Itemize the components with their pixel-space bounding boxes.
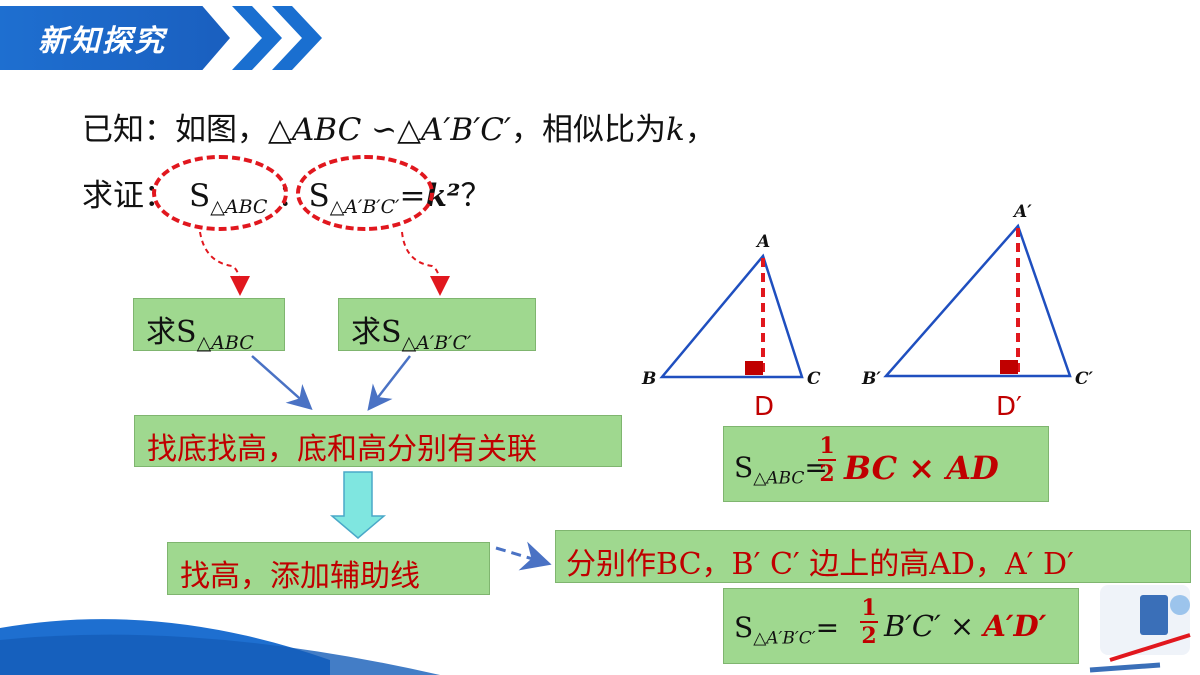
flow-box-area-abc: 求S△ABC	[133, 298, 285, 354]
vertex-label-c-prime: C′	[1075, 369, 1094, 389]
highlight-oval	[296, 155, 434, 231]
given-end: ，	[684, 112, 716, 148]
fraction-numerator: 1	[861, 595, 877, 621]
flow-box-auxiliary-line: 找高，添加辅助线	[167, 542, 490, 595]
fraction-denominator: 2	[818, 459, 836, 487]
flow-arrow	[367, 355, 411, 411]
vertex-label-c: C	[807, 369, 821, 389]
area-subscript: △A′B′C′	[753, 628, 816, 649]
flow-box-subscript: △ABC	[196, 332, 254, 354]
flow-box-area-a-prime: 求S△A′B′C′	[338, 298, 536, 354]
formula-area-abc: S△ABC=	[734, 451, 828, 489]
triangle-symbol: △	[268, 112, 292, 148]
vertex-label-a-prime: A′	[1014, 202, 1032, 222]
fraction-numerator: 1	[819, 433, 835, 459]
area-subscript: △ABC	[753, 468, 805, 489]
flow-arrow	[251, 355, 313, 410]
triangle-a-prime: A′B′C′	[421, 112, 512, 148]
page-title: 新知探究	[38, 24, 166, 59]
flow-box-label: 求S	[146, 315, 197, 350]
flow-box-text: 找高，添加辅助线	[180, 559, 420, 594]
flow-box-text: 分别作BC，B′ C′ 边上的高AD，A′ D′	[566, 547, 1074, 582]
decorative-illustration	[1089, 585, 1191, 673]
triangle-symbol: △	[397, 112, 421, 148]
equals-sign: =	[815, 611, 840, 644]
flow-box-base-height: 找底找高，底和高分别有关联	[134, 415, 622, 467]
formula-box-abc: S△ABC= 1 2 BC × AD	[723, 426, 1049, 502]
dashed-arrow	[199, 231, 250, 296]
header-banner: 新知探究	[0, 0, 1200, 80]
flow-box-subscript: △A′B′C′	[401, 332, 472, 354]
flow-box-draw-heights: 分别作BC，B′ C′ 边上的高AD，A′ D′	[555, 530, 1191, 583]
ratio-k: k	[666, 112, 685, 148]
vertex-label-a: A	[757, 232, 771, 252]
fraction-half: 1 2	[860, 595, 878, 649]
given-prefix: 已知：如图，	[82, 112, 268, 148]
question-mark: ？	[460, 178, 492, 214]
formula-expression-part: A′D′	[983, 609, 1047, 643]
formula-expression: B′C′ × A′D′	[884, 609, 1046, 643]
foot-label-d: D	[754, 392, 775, 422]
similar-symbol: ∽	[371, 112, 398, 148]
given-statement: 已知：如图，△ABC ∽△A′B′C′，相似比为k，	[82, 104, 716, 149]
formula-expression: BC × AD	[844, 449, 999, 487]
highlight-oval	[152, 155, 288, 231]
foot-label-d-prime: D′	[996, 392, 1022, 422]
formula-area-a-prime: S△A′B′C′=	[734, 611, 839, 649]
formula-expression-part: B′C′ ×	[884, 609, 984, 643]
down-arrow-icon	[329, 471, 387, 539]
area-symbol: S	[734, 611, 754, 644]
given-suffix: ，相似比为	[511, 112, 667, 148]
flow-box-label: 求S	[351, 315, 402, 350]
dashed-flow-arrow	[495, 541, 552, 571]
fraction-denominator: 2	[860, 621, 878, 649]
vertex-label-b: B	[642, 369, 657, 389]
dashed-arrow	[401, 231, 450, 296]
flow-box-text: 找底找高，底和高分别有关联	[147, 432, 537, 467]
triangle-a-prime-diagram	[883, 223, 1072, 378]
formula-box-a-prime: S△A′B′C′= 1 2 B′C′ × A′D′	[723, 588, 1079, 664]
banner-bar	[0, 6, 230, 70]
fraction-half: 1 2	[818, 433, 836, 487]
triangle-abc-diagram	[659, 253, 804, 379]
triangle-abc: ABC	[291, 112, 362, 148]
area-symbol: S	[734, 451, 754, 484]
decorative-swoosh	[0, 634, 440, 675]
vertex-label-b-prime: B′	[862, 369, 881, 389]
